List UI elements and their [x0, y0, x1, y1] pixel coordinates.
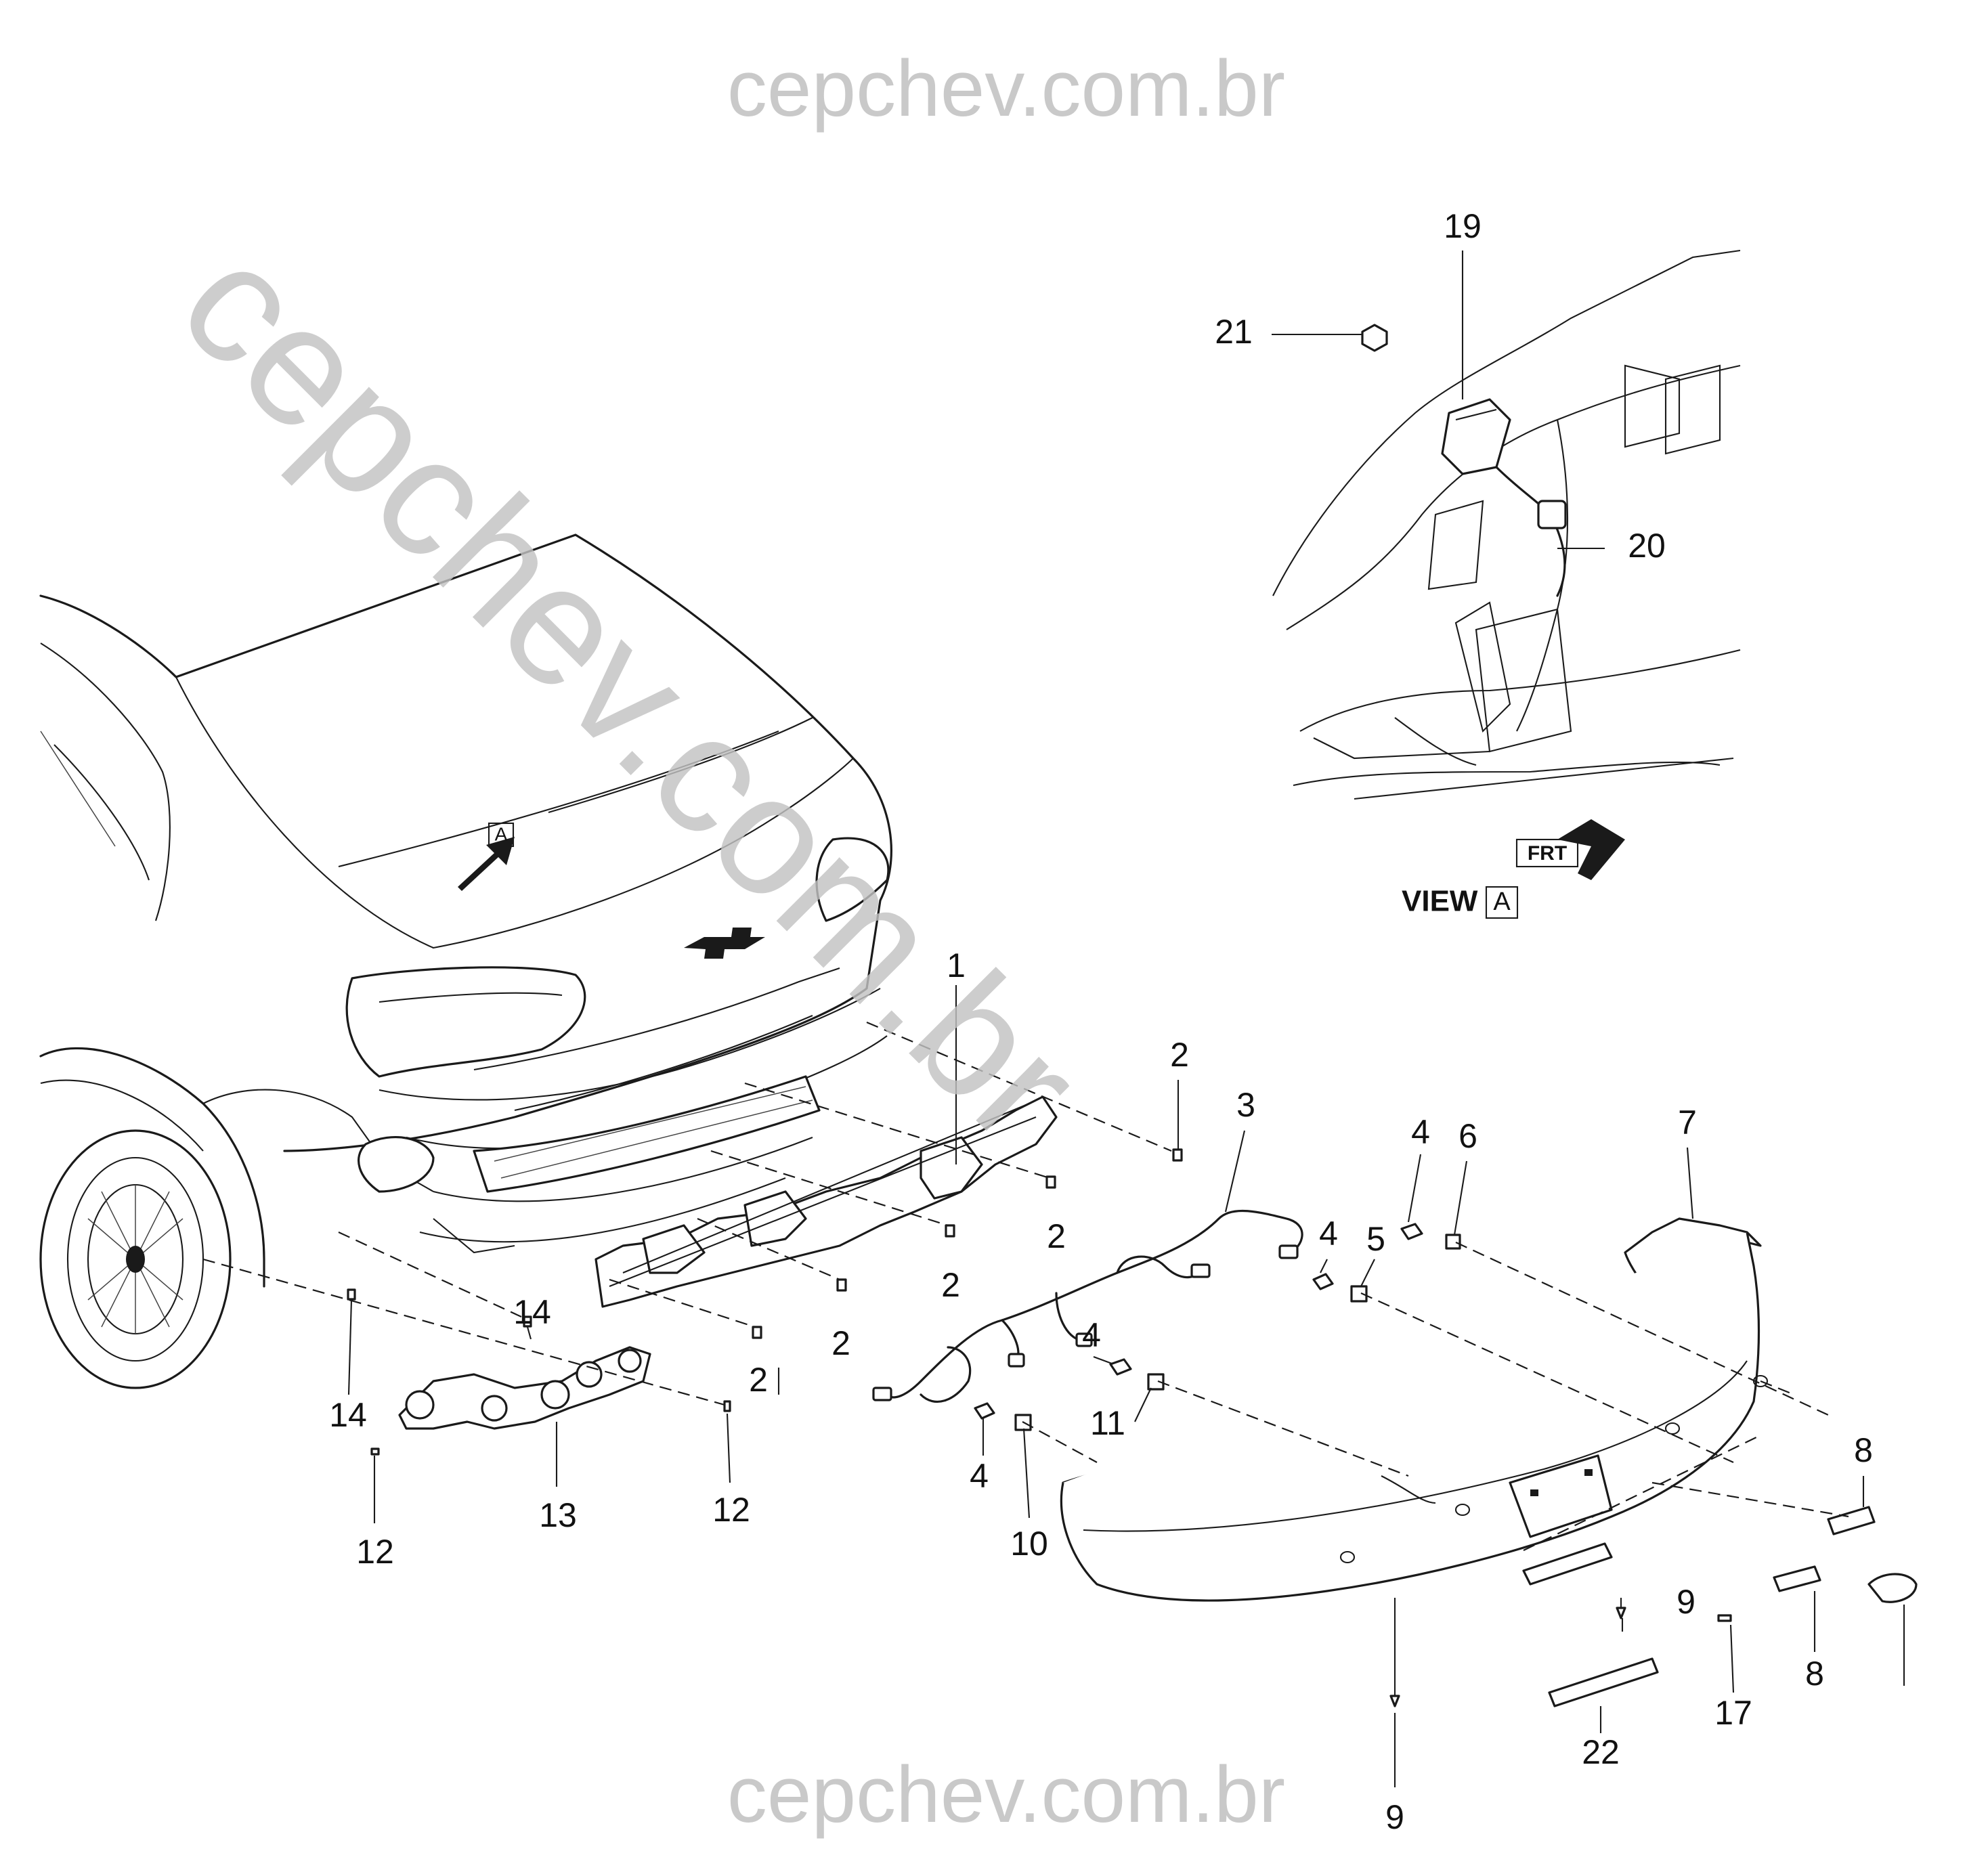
retainer-11: [1147, 1373, 1165, 1391]
wiring-harness: [872, 1209, 1303, 1403]
license-lamp-8b: [1773, 1565, 1821, 1592]
callout-10: 10: [1010, 1525, 1048, 1563]
callout-5: 5: [1366, 1220, 1385, 1258]
callout-1: 1: [947, 946, 966, 984]
screw-12b: [370, 1447, 380, 1456]
fasteners: [347, 1148, 1918, 1707]
screw-9a: [1389, 1695, 1400, 1707]
screw-12a: [723, 1400, 731, 1412]
view-marker: A: [1493, 888, 1511, 916]
callout-6: 6: [1458, 1117, 1477, 1155]
callout-4: 4: [970, 1457, 989, 1495]
rear-bumper-fascia: [1060, 1217, 1769, 1602]
bulb-17: [1717, 1614, 1732, 1622]
reflector-22: [1548, 1657, 1659, 1707]
leader-lines: [347, 985, 1905, 1787]
callout-20: 20: [1628, 527, 1666, 565]
push-pin-4a: [1400, 1223, 1423, 1240]
assembly-lines: [202, 1021, 1849, 1696]
vehicle-rear-body: A: [39, 533, 892, 1389]
view-a-trunk-marker: A: [495, 823, 508, 844]
push-pin-4b: [1312, 1273, 1334, 1290]
view-a-detail: FRT VIEW A: [1272, 249, 1741, 919]
callout-3: 3: [1236, 1086, 1255, 1124]
watermark-diagonal: cepchev.com.br: [146, 208, 1116, 1177]
clip-2d: [836, 1278, 847, 1292]
watermark-top: cepchev.com.br: [727, 44, 1285, 133]
watermark-bottom: cepchev.com.br: [727, 1750, 1285, 1839]
callout-4: 4: [1082, 1316, 1101, 1354]
callout-12: 12: [712, 1491, 750, 1529]
callout-11: 11: [1090, 1404, 1125, 1442]
callout-13: 13: [539, 1496, 577, 1534]
callout-9: 9: [1677, 1583, 1695, 1621]
callout-4: 4: [1319, 1215, 1338, 1252]
callout-8: 8: [1805, 1655, 1824, 1693]
clip-2e: [752, 1326, 762, 1339]
clip-2b: [1045, 1175, 1056, 1189]
screw-9b: [1616, 1607, 1626, 1619]
callout-labels: 1 2 2 2 2 2 3 4 4 4 4 5 6 7 8 8 9 9 10 1…: [329, 207, 1873, 1836]
fastener-14a: [523, 1315, 532, 1328]
frt-label: FRT: [1528, 842, 1567, 865]
callout-17: 17: [1714, 1694, 1752, 1732]
callout-8: 8: [1854, 1431, 1873, 1469]
push-pin-4d: [974, 1402, 995, 1420]
callout-2: 2: [749, 1361, 768, 1399]
callout-9: 9: [1385, 1798, 1404, 1836]
push-pin-4c: [1109, 1358, 1132, 1376]
callout-2: 2: [1047, 1217, 1066, 1255]
license-lamp-8a: [1827, 1506, 1876, 1535]
callout-19: 19: [1444, 207, 1482, 245]
view-label: VIEW: [1402, 885, 1478, 918]
retainer-5: [1350, 1285, 1368, 1303]
callout-2: 2: [831, 1324, 850, 1362]
view-marker-box: [1485, 886, 1519, 919]
socket-8: [1867, 1573, 1918, 1603]
callout-4: 4: [1411, 1113, 1430, 1151]
callout-14: 14: [329, 1396, 367, 1434]
callout-7: 7: [1678, 1104, 1697, 1141]
clip-2c: [945, 1224, 955, 1238]
park-assist-bracket: [398, 1346, 651, 1430]
callout-12: 12: [356, 1533, 394, 1571]
retainer-6: [1445, 1234, 1461, 1250]
fastener-14b: [347, 1288, 356, 1301]
callout-14: 14: [513, 1293, 551, 1331]
callout-22: 22: [1582, 1733, 1620, 1771]
callout-21: 21: [1215, 313, 1253, 351]
callout-2: 2: [1170, 1036, 1189, 1074]
callout-2: 2: [941, 1266, 960, 1304]
clip-2a: [1172, 1148, 1183, 1162]
